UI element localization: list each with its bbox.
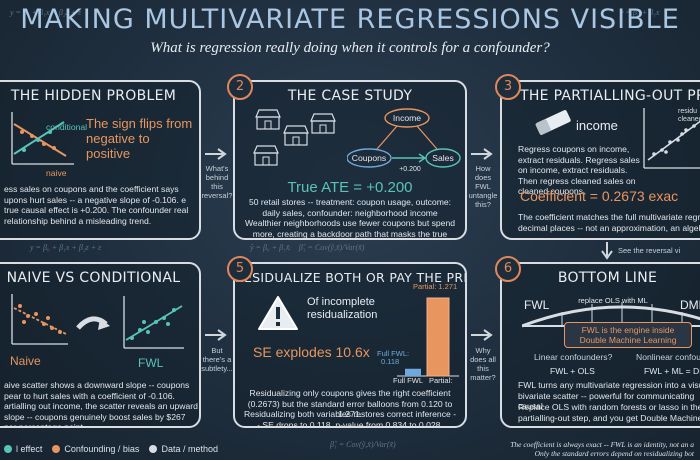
bar-axis-full: Full FWL xyxy=(393,376,423,385)
dag-node-coupons: Coupons xyxy=(351,153,387,163)
dml-tag: DML xyxy=(680,298,700,312)
decorative-formula: β̂₁ = Cov(ỹ,x̃)/Var(x̃) xyxy=(330,440,396,449)
dag-node-sales: Sales xyxy=(432,153,454,163)
arrow-right-icon xyxy=(205,148,227,160)
decorative-formula: y = β₀ + β₁x + β₂z + ε xyxy=(30,243,102,252)
panel-title: NAIVE VS CONDITIONAL xyxy=(6,270,181,286)
legend-swatch xyxy=(149,445,158,453)
legend-item-effect: l effect xyxy=(4,444,42,454)
panel-title: THE HIDDEN PROBLEM xyxy=(10,88,177,104)
panel-body: Wealthier neighborhoods use fewer coupon… xyxy=(244,218,456,239)
bar-full-value: 0.118 xyxy=(381,357,400,366)
bar-full-fwl xyxy=(405,368,421,376)
step-number-6: 6 xyxy=(495,256,521,282)
fwl-scatter-plot xyxy=(123,296,184,349)
legend: l effect Confounding / bias Data / metho… xyxy=(4,444,218,454)
panel-title: THE CASE STUDY xyxy=(287,88,413,104)
eraser-label: income xyxy=(576,118,618,133)
panel-partialling-out: THE PARTIALLING-OUT PROCED income residu… xyxy=(500,80,700,240)
dag-edge-label: +0.200 xyxy=(399,166,421,173)
step-number-5: 5 xyxy=(227,256,253,282)
panel-body: 50 retail stores -- treatment: coupon us… xyxy=(248,197,452,218)
decorative-formula: y = β₀ + β₁x xyxy=(620,8,660,17)
store-icon xyxy=(283,125,309,146)
naive-vs-conditional-mini-plot xyxy=(11,112,74,165)
legend-item-bias: Confounding / bias xyxy=(52,444,139,454)
nonlinear-answer: FWL + ML = DM xyxy=(644,366,700,376)
warning-icon xyxy=(258,296,298,330)
coefficient-headline: Coefficient = 0.2673 exac xyxy=(520,188,679,204)
footer-line: Only the standard errors depend on resid… xyxy=(534,449,694,458)
warning-text: Of incomplete residualization xyxy=(307,296,378,321)
bar-partial xyxy=(426,297,450,377)
panel-body: Replace OLS with random forests or lasso… xyxy=(518,402,700,423)
sign-flip-highlight: The sign flips from negative to positive xyxy=(86,116,193,161)
causal-dag xyxy=(347,108,461,168)
legend-swatch xyxy=(52,445,61,453)
eraser-icon xyxy=(535,110,571,135)
step-number-3: 3 xyxy=(495,74,521,100)
legend-swatch xyxy=(4,445,12,453)
engine-banner: FWL is the engine inside Double Machine … xyxy=(564,322,692,348)
page-subtitle: What is regression really doing when it … xyxy=(150,40,550,56)
footer-note: The coefficient is always exact -- FWL i… xyxy=(510,440,694,458)
fwl-plot-label: FWL xyxy=(138,356,164,370)
step-number-2: 2 xyxy=(227,74,253,100)
residual-plot-label: residu cleaned xyxy=(678,108,700,123)
linear-question: Linear confounders? xyxy=(534,352,613,362)
naive-plot-label: Naive xyxy=(10,354,41,368)
connector-label: Why does all this matter? xyxy=(470,346,496,382)
arrow-right-icon xyxy=(205,329,227,341)
panel-residualize-both: RESIDUALIZE BOTH OR PAY THE PRICE Of inc… xyxy=(233,262,467,428)
bar-full-label: Full FWL: xyxy=(377,349,410,358)
bar-partial-label: Partial: 1.271 xyxy=(413,282,458,291)
bridge-label: replace OLS with ML xyxy=(578,296,648,305)
panel-bottom-line: BOTTOM LINE FWL DML replace OLS with ML … xyxy=(500,262,700,428)
panel-body: Regress coupons on income, extract resid… xyxy=(518,144,640,196)
panel-body: The coefficient matches the full multiva… xyxy=(518,212,700,233)
panel-hidden-problem: THE HIDDEN PROBLEM conditional naive The… xyxy=(0,80,201,240)
panel-title: RESIDUALIZE BOTH OR PAY THE PRICE xyxy=(235,270,467,285)
legend-label: Data / method xyxy=(161,444,218,454)
conditional-label: conditional xyxy=(46,122,88,132)
connector-label: But there's a subtlety... xyxy=(201,346,233,373)
fwl-tag: FWL xyxy=(524,298,550,312)
naive-label: naive xyxy=(46,168,67,178)
panel-case-study: THE CASE STUDY Income Coupons Sales +0.2… xyxy=(233,80,467,240)
nonlinear-question: Nonlinear confoun xyxy=(636,352,700,362)
dag-node-income: Income xyxy=(392,113,422,123)
panel-body: ess sales on coupons and the coefficient… xyxy=(4,184,189,226)
naive-scatter-plot xyxy=(11,294,68,345)
page-title: MAKING MULTIVARIATE REGRESSIONS VISIBLE xyxy=(20,4,680,35)
panel-body: Residualizing both variables restores co… xyxy=(243,409,457,428)
residual-scatter-plot xyxy=(643,108,700,169)
panel-body: aive scatter shows a downward slope -- c… xyxy=(4,380,198,428)
arrow-right-icon xyxy=(471,148,493,160)
linear-answer: FWL + OLS xyxy=(550,366,595,376)
connector-label: How does FWL untangle this? xyxy=(468,164,498,209)
standard-error-bar-chart xyxy=(397,297,459,377)
legend-label: l effect xyxy=(16,444,43,454)
panel-body: Residualizing only coupons gives the rig… xyxy=(247,388,453,419)
panel-title: BOTTOM LINE xyxy=(557,270,658,286)
connector-label: What's behind this reversal? xyxy=(201,164,233,200)
panel-naive-vs-conditional: NAIVE VS CONDITIONAL Naive FWL aive scat… xyxy=(0,262,201,428)
legend-item-data: Data / method xyxy=(149,444,218,454)
decorative-formula: ŷ = β₀ + β₁x̃ᵢ β̂₁ = Cov(ỹ,x̃)/Var(x̃) xyxy=(250,243,365,252)
arrow-right-icon xyxy=(471,329,493,341)
legend-label: Confounding / bias xyxy=(64,444,140,454)
store-icon xyxy=(253,145,279,166)
se-explodes-headline: SE explodes 10.6x xyxy=(253,344,370,360)
arrow-down-icon xyxy=(601,242,613,260)
curved-arrow-icon xyxy=(76,316,110,330)
panel-body: FWL turns any multivariate regression in… xyxy=(518,380,700,411)
decorative-formula: y = β₀ + β₁x + β₂z + ε xyxy=(10,8,82,17)
store-icon xyxy=(310,113,336,134)
store-icon xyxy=(255,109,281,130)
bar-axis-partial: Partial: xyxy=(429,376,453,385)
footer-line: The coefficient is always exact -- FWL i… xyxy=(510,440,694,449)
connector-label: See the reversal vi xyxy=(618,246,681,255)
panel-title: THE PARTIALLING-OUT PROCED xyxy=(520,88,700,104)
true-ate-headline: True ATE = +0.200 xyxy=(287,179,413,196)
